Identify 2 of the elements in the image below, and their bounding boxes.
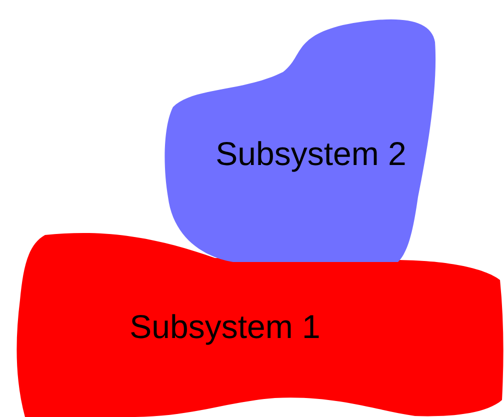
- subsystem-label: Subsystem 2: [214, 135, 408, 173]
- subsystem-label: Subsystem 1: [128, 308, 322, 346]
